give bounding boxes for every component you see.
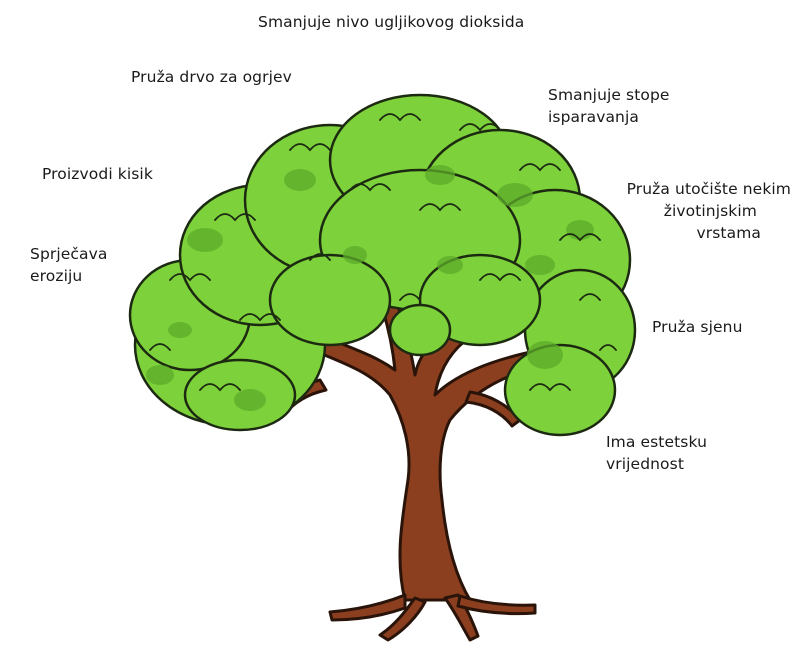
label-reduces-evaporation-line-1: Smanjuje stope <box>548 86 670 104</box>
label-produces-oxygen: Proizvodi kisik <box>42 163 153 185</box>
label-reduces-evaporation-line-2: isparavanja <box>548 108 639 126</box>
label-produces-oxygen-text: Proizvodi kisik <box>42 165 153 183</box>
label-animal-shelter-line-1: Pruža utočište nekim <box>626 180 791 198</box>
label-reduces-co2: Smanjuje nivo ugljikovog dioksida <box>258 11 524 33</box>
label-animal-shelter-line-2: životinjskim <box>663 202 757 220</box>
tree-leaf-details <box>146 165 594 411</box>
label-provides-shade-text: Pruža sjenu <box>652 318 743 336</box>
tree-canopy <box>128 93 637 437</box>
tree-leaf-lines <box>149 113 617 392</box>
label-prevents-erosion: Sprječava eroziju <box>30 243 107 287</box>
label-animal-shelter: Pruža utočište nekim životinjskim vrstam… <box>606 178 791 244</box>
label-aesthetic-value-line-1: Ima estetsku <box>606 433 707 451</box>
label-animal-shelter-line-3: vrstama <box>696 224 761 242</box>
label-reduces-co2-text: Smanjuje nivo ugljikovog dioksida <box>258 13 525 31</box>
label-prevents-erosion-line-2: eroziju <box>30 267 83 285</box>
label-aesthetic-value-line-2: vrijednost <box>606 455 684 473</box>
label-provides-firewood-text: Pruža drvo za ogrjev <box>131 68 292 86</box>
label-prevents-erosion-line-1: Sprječava <box>30 245 108 263</box>
label-aesthetic-value: Ima estetsku vrijednost <box>606 431 707 475</box>
label-provides-shade: Pruža sjenu <box>652 316 743 338</box>
label-reduces-evaporation: Smanjuje stope isparavanja <box>548 84 670 128</box>
label-provides-firewood: Pruža drvo za ogrjev <box>131 66 292 88</box>
